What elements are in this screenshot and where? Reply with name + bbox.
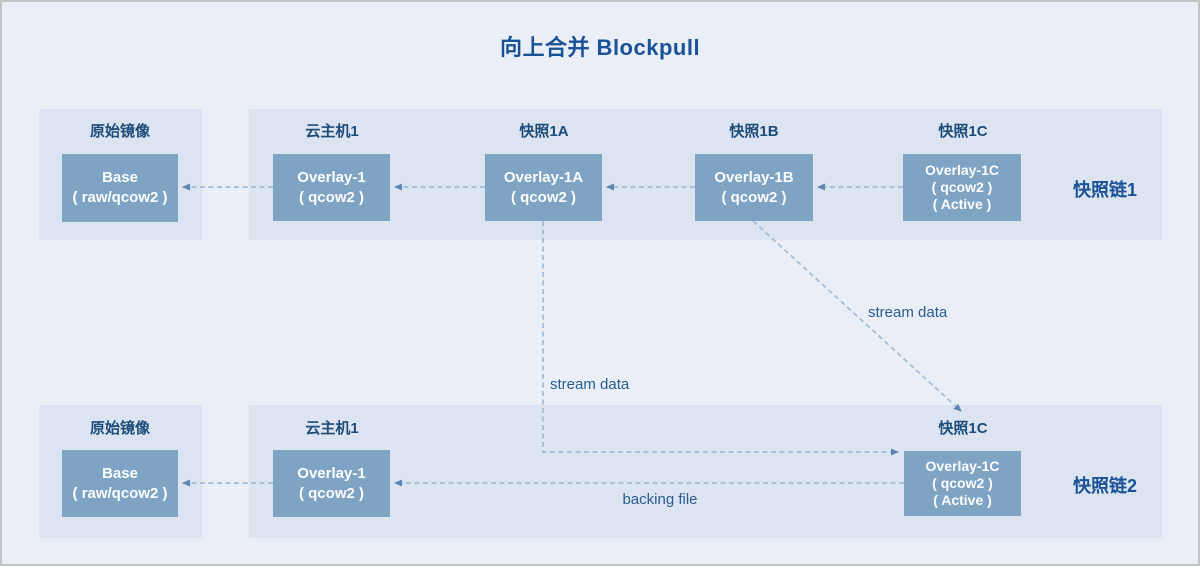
node-overlay-1-chain2: Overlay-1 ( qcow2 ) — [273, 450, 390, 517]
node-text-line: Base — [102, 169, 138, 186]
chain2-title: 快照链2 — [1072, 476, 1137, 496]
label-snapshot-1c-chain2: 快照1C — [938, 420, 988, 437]
diagram-title: 向上合并 Blockpull — [499, 35, 701, 60]
node-base-chain1: Base ( raw/qcow2 ) — [62, 154, 178, 222]
node-text-line: Overlay-1C — [925, 162, 999, 178]
annotation-stream-data-diagonal: stream data — [868, 304, 948, 321]
node-text-line: ( qcow2 ) — [298, 484, 364, 502]
node-text-line: ( qcow2 ) — [298, 188, 364, 206]
chain1-title: 快照链1 — [1072, 180, 1137, 200]
annotation-backing-file: backing file — [622, 491, 698, 508]
node-text-line: ( qcow2 ) — [510, 188, 576, 206]
node-text-line: ( Active ) — [932, 196, 992, 212]
node-text-line: Overlay-1A — [503, 168, 584, 186]
node-text-line: ( qcow2 ) — [932, 475, 993, 491]
node-text-line: Overlay-1 — [297, 464, 366, 482]
node-text-line: ( qcow2 ) — [931, 179, 993, 195]
label-base-image-chain2: 原始镜像 — [89, 420, 150, 437]
node-text-line: ( raw/qcow2 ) — [72, 189, 168, 206]
node-text-line: Overlay-1 — [297, 168, 366, 186]
annotation-stream-data-elbow: stream data — [550, 376, 630, 393]
node-text-line: ( qcow2 ) — [721, 188, 787, 206]
node-text-line: ( Active ) — [933, 492, 992, 508]
label-base-image-chain1: 原始镜像 — [89, 123, 150, 140]
node-overlay-1c-chain1: Overlay-1C ( qcow2 ) ( Active ) — [903, 154, 1021, 221]
label-vm1-chain2: 云主机1 — [305, 420, 359, 437]
node-overlay-1-chain1: Overlay-1 ( qcow2 ) — [273, 154, 390, 221]
node-overlay-1b: Overlay-1B ( qcow2 ) — [695, 154, 813, 221]
label-snapshot-1c-chain1: 快照1C — [938, 123, 988, 140]
node-text-line: Base — [102, 464, 138, 482]
node-overlay-1a: Overlay-1A ( qcow2 ) — [485, 154, 602, 221]
label-snapshot-1b: 快照1B — [729, 123, 779, 140]
node-text-line: ( raw/qcow2 ) — [72, 484, 168, 502]
label-snapshot-1a: 快照1A — [519, 123, 569, 140]
node-text-line: Overlay-1B — [714, 168, 794, 186]
node-overlay-1c-chain2: Overlay-1C ( qcow2 ) ( Active ) — [904, 451, 1021, 516]
node-text-line: Overlay-1C — [925, 458, 1000, 474]
node-base-chain2: Base ( raw/qcow2 ) — [62, 450, 178, 517]
label-vm1-chain1: 云主机1 — [305, 123, 359, 140]
